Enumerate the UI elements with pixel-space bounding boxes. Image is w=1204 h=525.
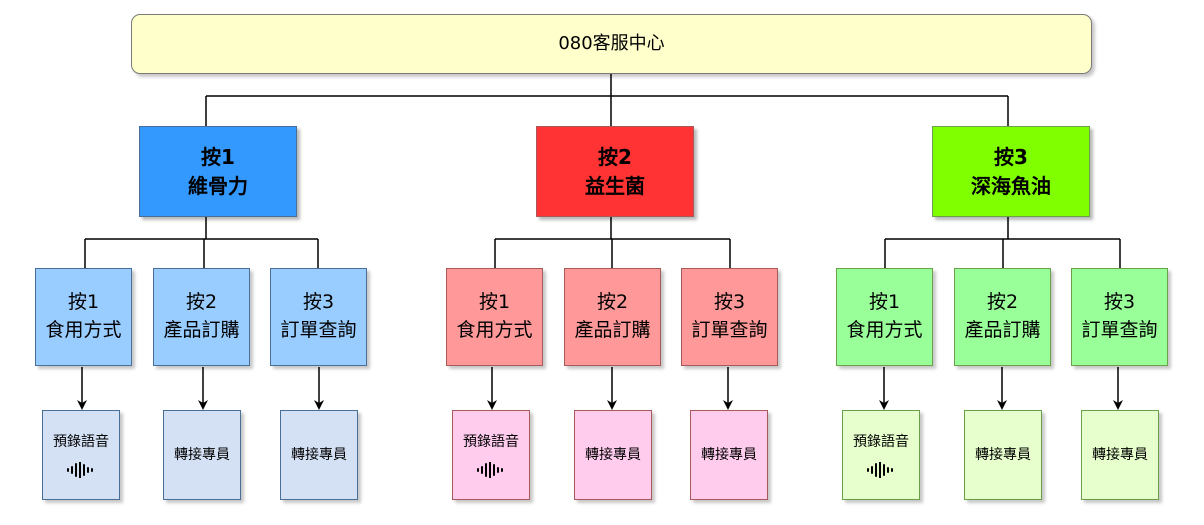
leaf-label: 轉接專員 bbox=[174, 446, 230, 463]
leaf-node-3-1: 預錄語音 bbox=[842, 410, 920, 500]
leaf-label: 預錄語音 bbox=[853, 433, 909, 450]
product-key: 按1 bbox=[201, 144, 235, 169]
audio-wave-icon bbox=[67, 462, 93, 479]
option-key: 按1 bbox=[67, 291, 100, 314]
option-label: 產品訂購 bbox=[964, 319, 1041, 341]
product-key: 按3 bbox=[994, 144, 1028, 169]
root-node: 080客服中心 bbox=[131, 14, 1092, 74]
product-name: 深海魚油 bbox=[971, 173, 1051, 198]
leaf-node-3-2: 轉接專員 bbox=[964, 410, 1042, 500]
leaf-label: 轉接專員 bbox=[701, 446, 757, 463]
option-node-3-1: 按1 食用方式 bbox=[836, 268, 933, 366]
option-label: 食用方式 bbox=[846, 319, 923, 341]
leaf-node-1-1: 預錄語音 bbox=[42, 410, 120, 500]
leaf-label: 預錄語音 bbox=[53, 433, 109, 450]
option-node-3-3: 按3 訂單查詢 bbox=[1071, 268, 1168, 366]
product-node-3: 按3 深海魚油 bbox=[932, 126, 1090, 217]
product-node-1: 按1 維骨力 bbox=[139, 126, 297, 217]
root-connector bbox=[205, 74, 1009, 126]
leaf-label: 轉接專員 bbox=[1092, 446, 1148, 463]
option-node-3-2: 按2 產品訂購 bbox=[954, 268, 1051, 366]
option-key: 按1 bbox=[478, 291, 511, 314]
option-label: 產品訂購 bbox=[574, 319, 651, 341]
option-label: 食用方式 bbox=[456, 319, 533, 341]
branch-2-connector bbox=[494, 217, 731, 268]
option-key: 按3 bbox=[713, 291, 746, 314]
leaf-label: 預錄語音 bbox=[463, 433, 519, 450]
product-node-2: 按2 益生菌 bbox=[536, 126, 694, 217]
option-key: 按1 bbox=[868, 291, 901, 314]
branch-1-connector bbox=[84, 217, 319, 268]
option-node-1-1: 按1 食用方式 bbox=[35, 268, 132, 366]
leaf-node-3-3: 轉接專員 bbox=[1081, 410, 1159, 500]
option-key: 按2 bbox=[185, 291, 218, 314]
option-node-1-2: 按2 產品訂購 bbox=[153, 268, 250, 366]
option-label: 訂單查詢 bbox=[691, 319, 768, 341]
leaf-node-2-2: 轉接專員 bbox=[574, 410, 652, 500]
option-node-1-3: 按3 訂單查詢 bbox=[270, 268, 367, 366]
option-node-2-2: 按2 產品訂購 bbox=[564, 268, 661, 366]
option-key: 按3 bbox=[1103, 291, 1136, 314]
leaf-node-1-3: 轉接專員 bbox=[280, 410, 358, 500]
audio-wave-icon bbox=[867, 462, 893, 479]
root-title: 080客服中心 bbox=[558, 32, 665, 54]
product-name: 維骨力 bbox=[188, 173, 248, 198]
option-label: 訂單查詢 bbox=[1081, 319, 1158, 341]
leaf-label: 轉接專員 bbox=[975, 446, 1031, 463]
option-node-2-1: 按1 食用方式 bbox=[446, 268, 543, 366]
leaf-node-2-3: 轉接專員 bbox=[690, 410, 768, 500]
option-key: 按2 bbox=[986, 291, 1019, 314]
option-label: 食用方式 bbox=[45, 319, 122, 341]
leaf-label: 轉接專員 bbox=[291, 446, 347, 463]
leaf-node-1-2: 轉接專員 bbox=[163, 410, 241, 500]
leaf-node-2-1: 預錄語音 bbox=[452, 410, 530, 500]
option-label: 訂單查詢 bbox=[280, 319, 357, 341]
branch-3-connector bbox=[884, 217, 1121, 268]
option-key: 按2 bbox=[596, 291, 629, 314]
option-node-2-3: 按3 訂單查詢 bbox=[681, 268, 778, 366]
option-label: 產品訂購 bbox=[163, 319, 240, 341]
option-key: 按3 bbox=[302, 291, 335, 314]
product-key: 按2 bbox=[598, 144, 632, 169]
audio-wave-icon bbox=[477, 462, 503, 479]
product-name: 益生菌 bbox=[585, 173, 645, 198]
leaf-label: 轉接專員 bbox=[585, 446, 641, 463]
